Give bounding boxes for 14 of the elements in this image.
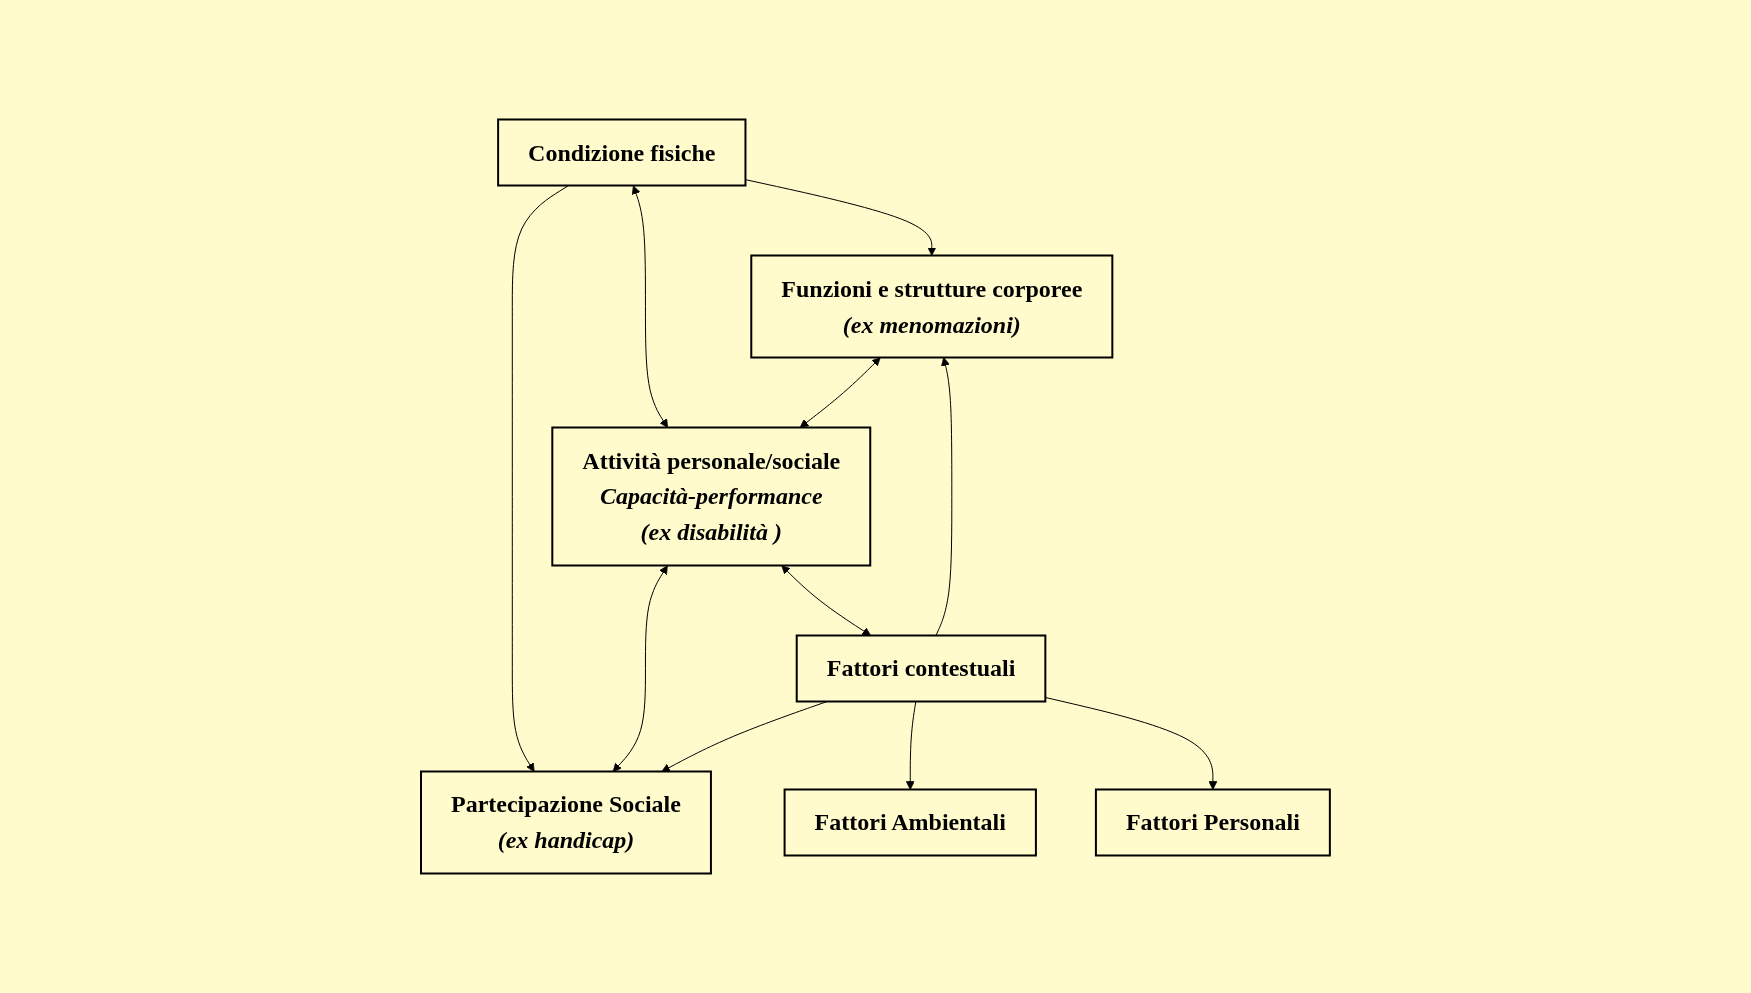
node-box: Funzioni e strutture corporee (ex menomazioni) bbox=[750, 254, 1114, 359]
node-box: Fattori Ambientali bbox=[783, 788, 1037, 857]
arrow bbox=[612, 565, 668, 772]
node-box: Fattori contestuali bbox=[795, 634, 1047, 703]
node-box: Attività personale/sociale Capacità-performance (ex disabilità ) bbox=[551, 426, 872, 567]
arrow bbox=[631, 185, 669, 428]
arrow bbox=[905, 701, 917, 790]
arrow bbox=[745, 179, 937, 256]
arrow bbox=[935, 357, 953, 636]
node-box: Partecipazione Sociale (ex handicap) bbox=[420, 770, 712, 875]
arrow bbox=[781, 565, 872, 636]
arrow bbox=[799, 357, 881, 428]
node-box: Condizione fisiche bbox=[497, 118, 747, 187]
node-box: Fattori Personali bbox=[1094, 788, 1331, 857]
